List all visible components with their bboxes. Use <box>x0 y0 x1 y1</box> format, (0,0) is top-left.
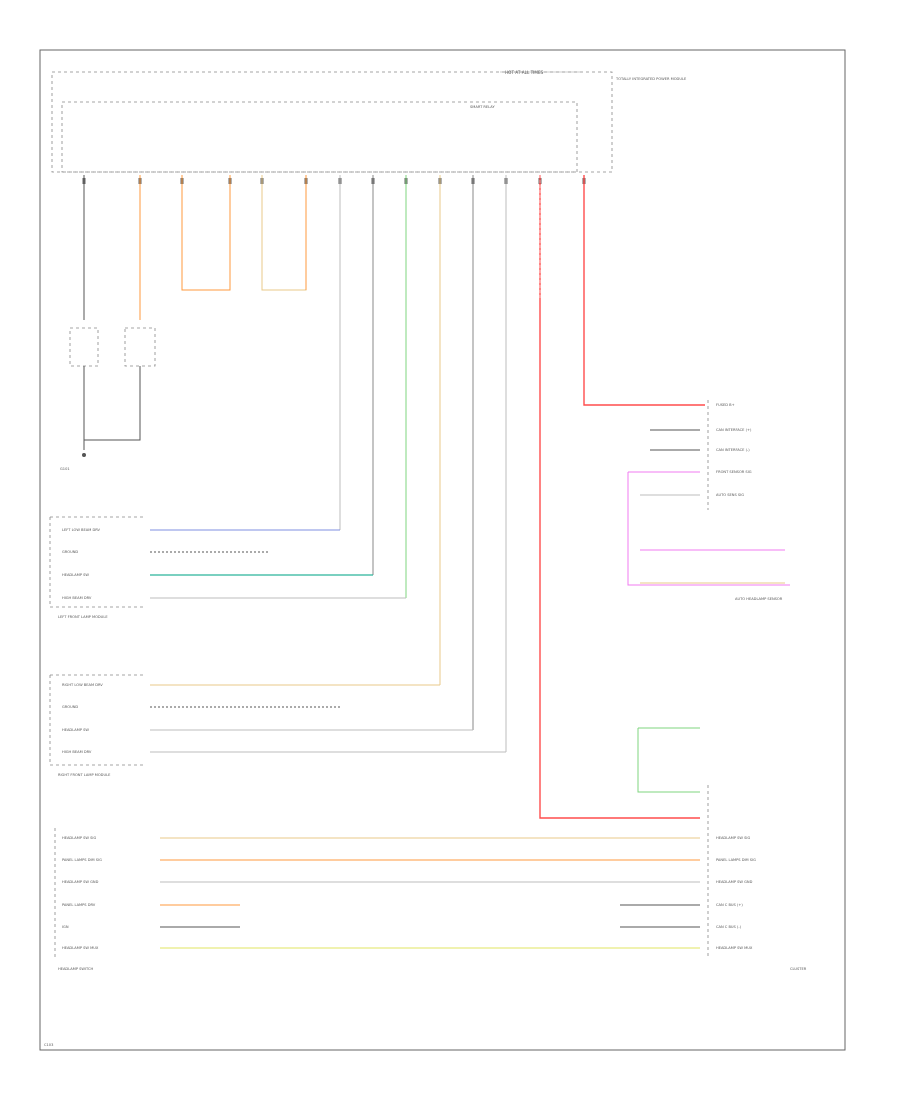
cluster-label: CLUSTER <box>790 967 807 971</box>
cluster-top-pin-labels: FUSED B+ CAN INTERFACE (+) CAN INTERFACE (… <box>716 403 752 497</box>
right-lamp-module-box <box>49 674 145 766</box>
switch-label: HEADLAMP SWITCH <box>58 967 94 971</box>
wire-orange-loop <box>181 175 231 291</box>
cluster-top-pin: FRONT SENSOR SIG <box>716 470 752 474</box>
switch-pin: HEADLAMP SW SIG <box>62 836 96 840</box>
cluster-top-pin: CAN INTERFACE (-) <box>716 448 750 452</box>
right-lamp-pin-labels: RIGHT LOW BEAM DRV GROUND HEADLAMP SW HIGH … <box>62 683 103 754</box>
cluster-top-pin: AUTO SENS SIG <box>716 493 744 497</box>
smart-relay-box <box>61 101 578 173</box>
cluster-top-pin: FUSED B+ <box>716 403 735 407</box>
switch-pin: PANEL LAMPS DRV <box>62 903 96 907</box>
page-number: C103 <box>44 1043 53 1047</box>
right-lamp-module-label: RIGHT FRONT LAMP MODULE <box>58 773 111 777</box>
cluster-pin: PANEL LAMPS DIM SIG <box>716 858 756 862</box>
cluster-pin: CAN C BUS (-) <box>716 925 742 929</box>
cluster-pin: CAN C BUS (+) <box>716 903 743 907</box>
left-lamp-module-label: LEFT FRONT LAMP MODULE <box>58 615 108 619</box>
smart-relay-label: SMART RELAY <box>470 105 495 109</box>
wire-red-fuse <box>583 175 705 406</box>
switch-pin-labels: HEADLAMP SW SIG PANEL LAMPS DIM SIG HEADLA… <box>62 836 102 950</box>
power-module-box <box>51 71 613 173</box>
cluster-pin-labels: HEADLAMP SW SIG PANEL LAMPS DIM SIG HEADLA… <box>716 836 756 950</box>
left-lamp-pin: HIGH BEAM DRV <box>62 596 92 600</box>
cluster-top-pin: CAN INTERFACE (+) <box>716 428 752 432</box>
hot-at-all-times-label: HOT AT ALL TIMES <box>505 70 544 75</box>
wire-green-sensor <box>637 727 700 793</box>
right-lamp-pin: HIGH BEAM DRV <box>62 750 92 754</box>
cluster-pin: HEADLAMP SW MUX <box>716 946 753 950</box>
auto-sensor-label: AUTO HEADLAMP SENSOR <box>735 597 783 601</box>
ground-label: G101 <box>60 467 70 471</box>
module-connector-pins <box>82 178 586 184</box>
wire-red-cluster <box>539 175 700 819</box>
right-lamp-pin: HEADLAMP SW <box>62 728 89 732</box>
right-lamp-pin: GROUND <box>62 705 78 709</box>
left-lamp-module-box <box>49 516 145 608</box>
switch-pin: HEADLAMP SW MUX <box>62 946 99 950</box>
switch-pin: HEADLAMP SW GND <box>62 880 99 884</box>
ground-symbol <box>82 453 86 457</box>
wire-tan-loop <box>261 175 307 291</box>
right-lamp-pin: RIGHT LOW BEAM DRV <box>62 683 103 687</box>
switch-pin: PANEL LAMPS DIM SIG <box>62 858 102 862</box>
switch-pin: IGN <box>62 925 69 929</box>
left-lamp-pin: LEFT LOW BEAM DRV <box>62 528 101 532</box>
cluster-pin: HEADLAMP SW SIG <box>716 836 750 840</box>
left-lamp-pin: HEADLAMP SW <box>62 573 89 577</box>
left-relay-box <box>69 327 99 367</box>
diagram-frame <box>39 49 846 1051</box>
wire-relay-ground <box>83 366 141 450</box>
cluster-pin: HEADLAMP SW GND <box>716 880 753 884</box>
left-lamp-pin-labels: LEFT LOW BEAM DRV GROUND HEADLAMP SW HIGH B… <box>62 528 101 600</box>
right-relay-box <box>124 327 156 367</box>
wire-magenta <box>627 471 790 586</box>
power-module-label: TOTALLY INTEGRATED POWER MODULE <box>615 77 687 81</box>
left-lamp-pin: GROUND <box>62 550 78 554</box>
